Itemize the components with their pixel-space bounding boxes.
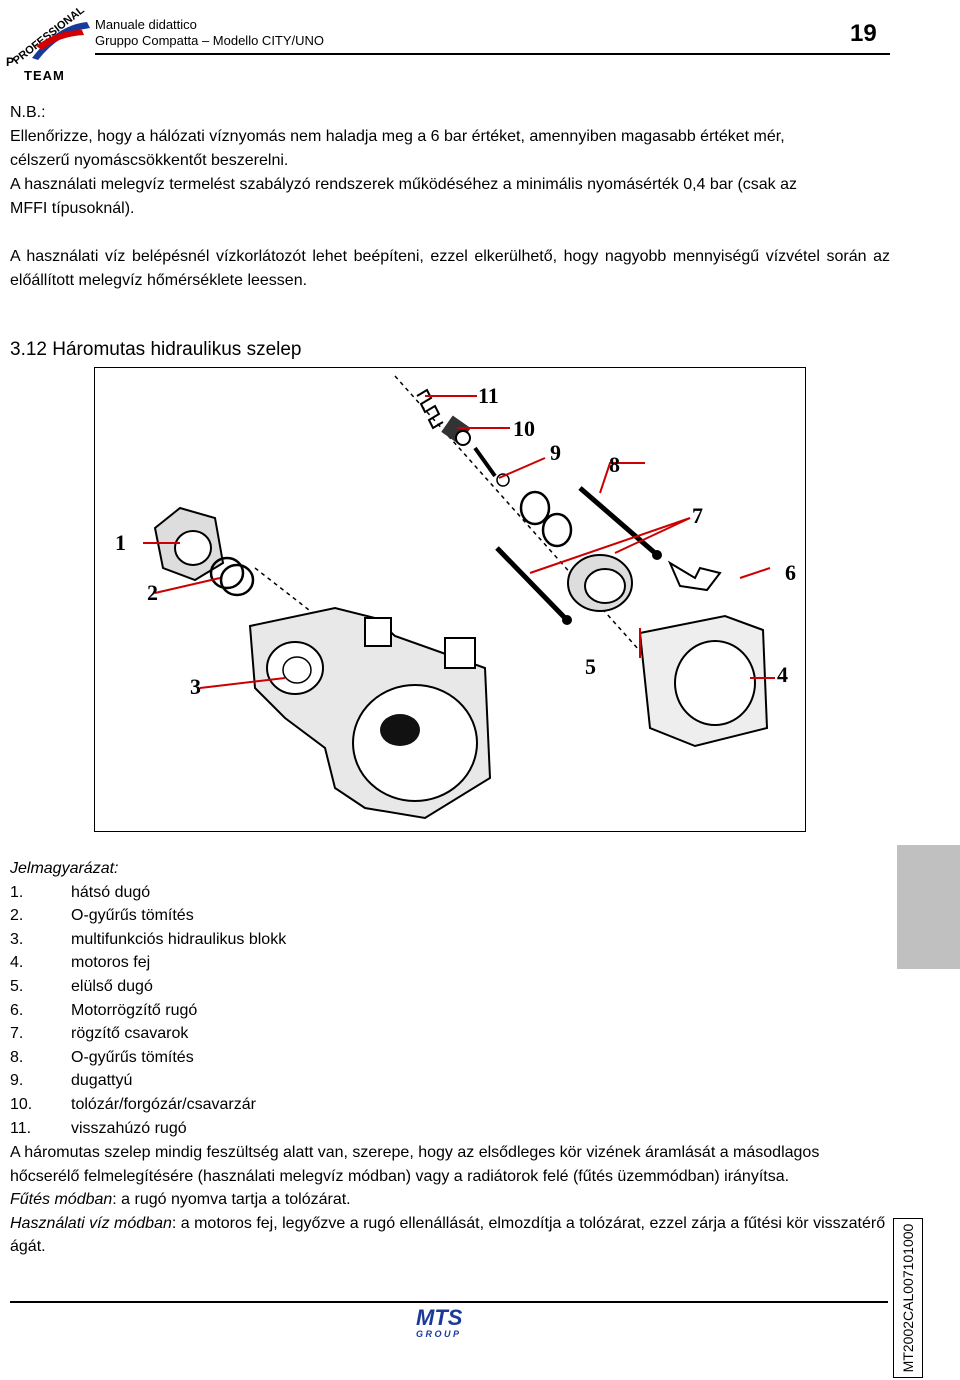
professional-team-logo: P PROFESSIONAL TEAM bbox=[6, 4, 90, 83]
legend-item: 1.hátsó dugó bbox=[10, 883, 151, 901]
legend-item: 7.rögzítő csavarok bbox=[10, 1025, 189, 1043]
front-plug-part bbox=[567, 554, 633, 612]
body-paragraph: A használati víz belépésnél vízkorlátozó… bbox=[10, 248, 890, 289]
callout-6: 6 bbox=[785, 560, 796, 585]
mts-logo-text: MTS bbox=[416, 1305, 463, 1330]
legend-item: 9.dugattyú bbox=[10, 1072, 133, 1090]
note-line: A használati melegvíz termelést szabályz… bbox=[10, 176, 798, 193]
svg-text:P: P bbox=[6, 55, 14, 69]
callout-2: 2 bbox=[147, 580, 158, 605]
motor-head-part bbox=[638, 614, 769, 748]
legend-item: 2.O-gyűrűs tömítés bbox=[10, 907, 194, 925]
spring-part bbox=[416, 388, 444, 430]
document-code-box: MT2002CAL007101000 bbox=[893, 1218, 923, 1378]
callout-11: 11 bbox=[478, 383, 499, 408]
note-line: N.B.: bbox=[10, 104, 46, 121]
footer-rule bbox=[10, 1301, 888, 1303]
header-line-2: Gruppo Compatta – Modello CITY/UNO bbox=[95, 33, 325, 48]
legend-item: 5.elülső dugó bbox=[10, 977, 153, 995]
header-line-1: Manuale didattico bbox=[95, 17, 197, 32]
legend-item: 6.Motorrögzítő rugó bbox=[10, 1001, 198, 1019]
callout-4: 4 bbox=[777, 662, 788, 687]
logo-swoosh-red bbox=[36, 30, 84, 50]
legend-title: Jelmagyarázat: bbox=[10, 860, 119, 877]
note-line: Ellenőrizze, hogy a hálózati víznyomás n… bbox=[10, 128, 785, 145]
description-p2: Fűtés módban: a rugó nyomva tartja a tol… bbox=[10, 1191, 351, 1209]
header-text: Manuale didattico Gruppo Compatta – Mode… bbox=[95, 17, 324, 49]
callout-5: 5 bbox=[585, 654, 596, 679]
mts-logo-subtext: G R O U P bbox=[416, 1329, 460, 1339]
callout-8: 8 bbox=[609, 452, 620, 477]
logo-bottom-text: TEAM bbox=[24, 68, 65, 83]
legend-item: 3.multifunkciós hidraulikus blokk bbox=[10, 930, 287, 948]
description-p1: A háromutas szelep mindig feszültség ala… bbox=[10, 1144, 820, 1185]
description-p3: Használati víz módban: a motoros fej, le… bbox=[10, 1214, 886, 1256]
slider-part bbox=[441, 415, 471, 446]
callout-3: 3 bbox=[190, 674, 201, 699]
hydraulic-block-part bbox=[248, 606, 492, 820]
callout-1: 1 bbox=[115, 530, 126, 555]
header-rule bbox=[95, 53, 890, 55]
section-title: 3.12 Háromutas hidraulikus szelep bbox=[10, 339, 302, 360]
page-number: 19 bbox=[850, 20, 877, 47]
back-plug-part bbox=[153, 506, 225, 582]
grey-page-tab bbox=[897, 845, 960, 969]
callout-10: 10 bbox=[513, 416, 535, 441]
callout-9: 9 bbox=[550, 440, 561, 465]
mts-group-logo: MTS G R O U P bbox=[416, 1305, 463, 1339]
callout-7: 7 bbox=[692, 503, 703, 528]
valve-exploded-diagram: 11 10 9 8 7 6 4 5 1 2 3 bbox=[94, 367, 806, 832]
legend-item: 8.O-gyűrűs tömítés bbox=[10, 1048, 194, 1066]
legend-item: 11.visszahúzó rugó bbox=[10, 1119, 187, 1137]
description: A háromutas szelep mindig feszültség ala… bbox=[10, 1141, 890, 1259]
note-block: N.B.: Ellenőrizze, hogy a hálózati vízny… bbox=[10, 101, 890, 221]
note-line: célszerű nyomáscsökkentőt beszerelni. bbox=[10, 152, 289, 169]
note-line: MFFI típusoknál). bbox=[10, 200, 135, 217]
legend-item: 10.tolózár/forgózár/csavarzár bbox=[10, 1095, 256, 1113]
logo-arc-text: P bbox=[6, 55, 14, 69]
document-code: MT2002CAL007101000 bbox=[900, 1223, 916, 1373]
callout-lines bbox=[143, 395, 775, 689]
legend-item: 4.motoros fej bbox=[10, 954, 151, 972]
legend: Jelmagyarázat: 1.hátsó dugó 2.O-gyűrűs t… bbox=[10, 857, 890, 1140]
